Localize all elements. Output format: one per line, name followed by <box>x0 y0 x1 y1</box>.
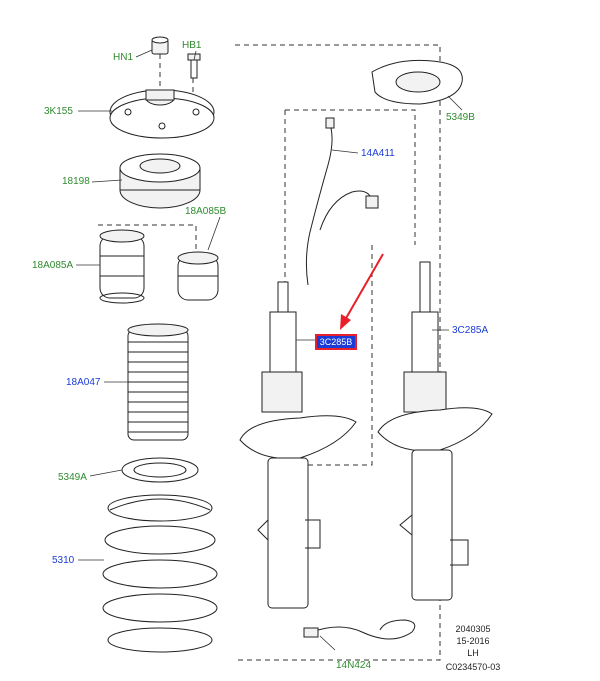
lower-spring-seat <box>121 457 199 483</box>
label-14a411: 14A411 <box>361 148 395 159</box>
outer-frame <box>235 44 441 661</box>
drawing-side: LH <box>467 648 479 658</box>
dust-boot <box>127 323 189 441</box>
label-3k155: 3K155 <box>44 106 73 117</box>
hb1-bolt <box>187 53 201 79</box>
strut-bearing <box>119 153 201 209</box>
label-3c285b-highlighted: 3C285B <box>315 334 357 350</box>
highlight-arrow <box>340 253 384 330</box>
inner-frame <box>285 109 416 245</box>
hn1-nut <box>151 36 169 55</box>
label-18a047: 18A047 <box>66 377 101 388</box>
label-14n424: 14N424 <box>336 660 372 671</box>
strut-3c285a <box>377 261 493 601</box>
wheel-speed-sensor <box>303 619 416 640</box>
label-5310: 5310 <box>52 555 75 566</box>
top-mount-plate <box>109 89 215 139</box>
label-18198: 18198 <box>62 176 90 187</box>
upper-spring-seat <box>371 59 463 105</box>
drawing-reference: C0234570-03 <box>445 662 501 672</box>
label-3c285a: 3C285A <box>452 325 489 336</box>
strut-3c285b <box>239 281 357 609</box>
label-hb1: HB1 <box>182 40 202 51</box>
label-5349b: 5349B <box>446 112 475 123</box>
bump-stop-a <box>99 229 145 304</box>
drawing-code: 2040305 <box>455 624 491 634</box>
drawing-date: 15-2016 <box>456 636 490 646</box>
sensor-harness <box>305 117 379 286</box>
coil-spring <box>102 494 218 653</box>
bump-stop-b <box>177 251 219 301</box>
label-5349a: 5349A <box>58 472 87 483</box>
label-18a085a: 18A085A <box>32 260 74 271</box>
label-hn1: HN1 <box>113 52 134 63</box>
label-18a085b: 18A085B <box>185 206 227 217</box>
